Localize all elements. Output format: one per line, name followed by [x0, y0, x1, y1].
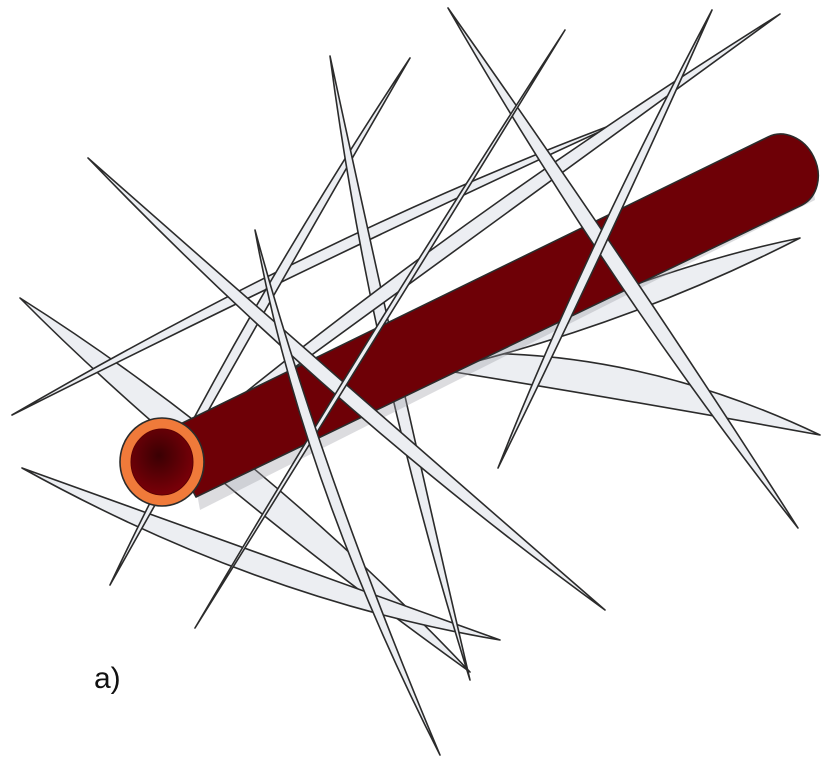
tube-lumen	[131, 429, 193, 495]
panel-label: a)	[94, 662, 121, 696]
